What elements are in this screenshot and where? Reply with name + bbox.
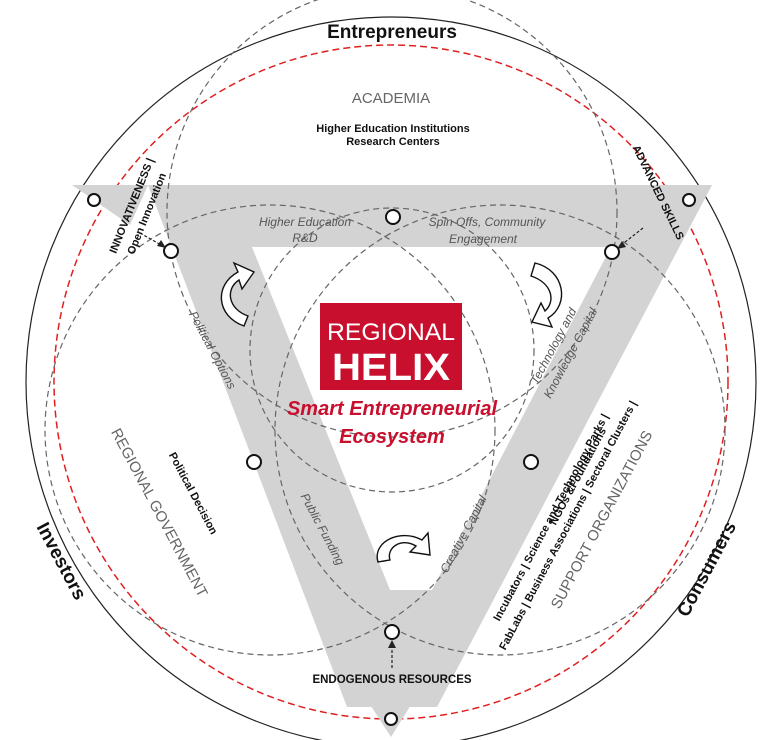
inner-circle [249,207,535,493]
academia-circle [166,0,618,438]
outer-boundary-circle [25,16,757,740]
flow-he-rd-2: R&D [292,231,318,245]
flow-spin-1: Spin Offs, Community [429,215,547,229]
center-line2: Ecosystem [339,426,445,448]
flow-arrow-bottom [376,531,431,563]
flow-he-rd-1: Higher Education [259,215,351,229]
node-top-center [385,209,401,225]
pointer-arrowheads [157,240,626,648]
corner-endogenous-resources: ENDOGENOUS RESOURCES [312,674,471,686]
academia-line2: Research Centers [346,136,440,148]
government-title: REGIONAL GOVERNMENT [107,426,211,601]
support-circle [274,204,726,656]
node-tab-bottom [384,712,398,726]
flow-arrow-left [220,261,256,327]
logo-line1: REGIONAL [327,319,455,346]
node-bottom [384,624,400,640]
label-consumers: Consumers [673,518,741,620]
label-entrepreneurs: Entrepreneurs [327,22,457,43]
node-top-right [604,244,620,260]
node-tab-right [682,193,696,207]
node-tab-left [87,193,101,207]
government-circle [44,204,496,656]
node-mid-right [523,454,539,470]
center-line1: Smart Entrepreneurial [287,398,498,420]
academia-line1: Higher Education Institutions [316,123,469,135]
label-investors: Investors [32,519,90,603]
node-mid-left [246,454,262,470]
academia-title: ACADEMIA [352,90,430,107]
flow-arrow-right [530,262,563,329]
flow-spin-2: Engagement [449,232,518,246]
logo-box [320,303,462,390]
node-top-left [163,243,179,259]
logo-line2: HELIX [332,347,451,389]
